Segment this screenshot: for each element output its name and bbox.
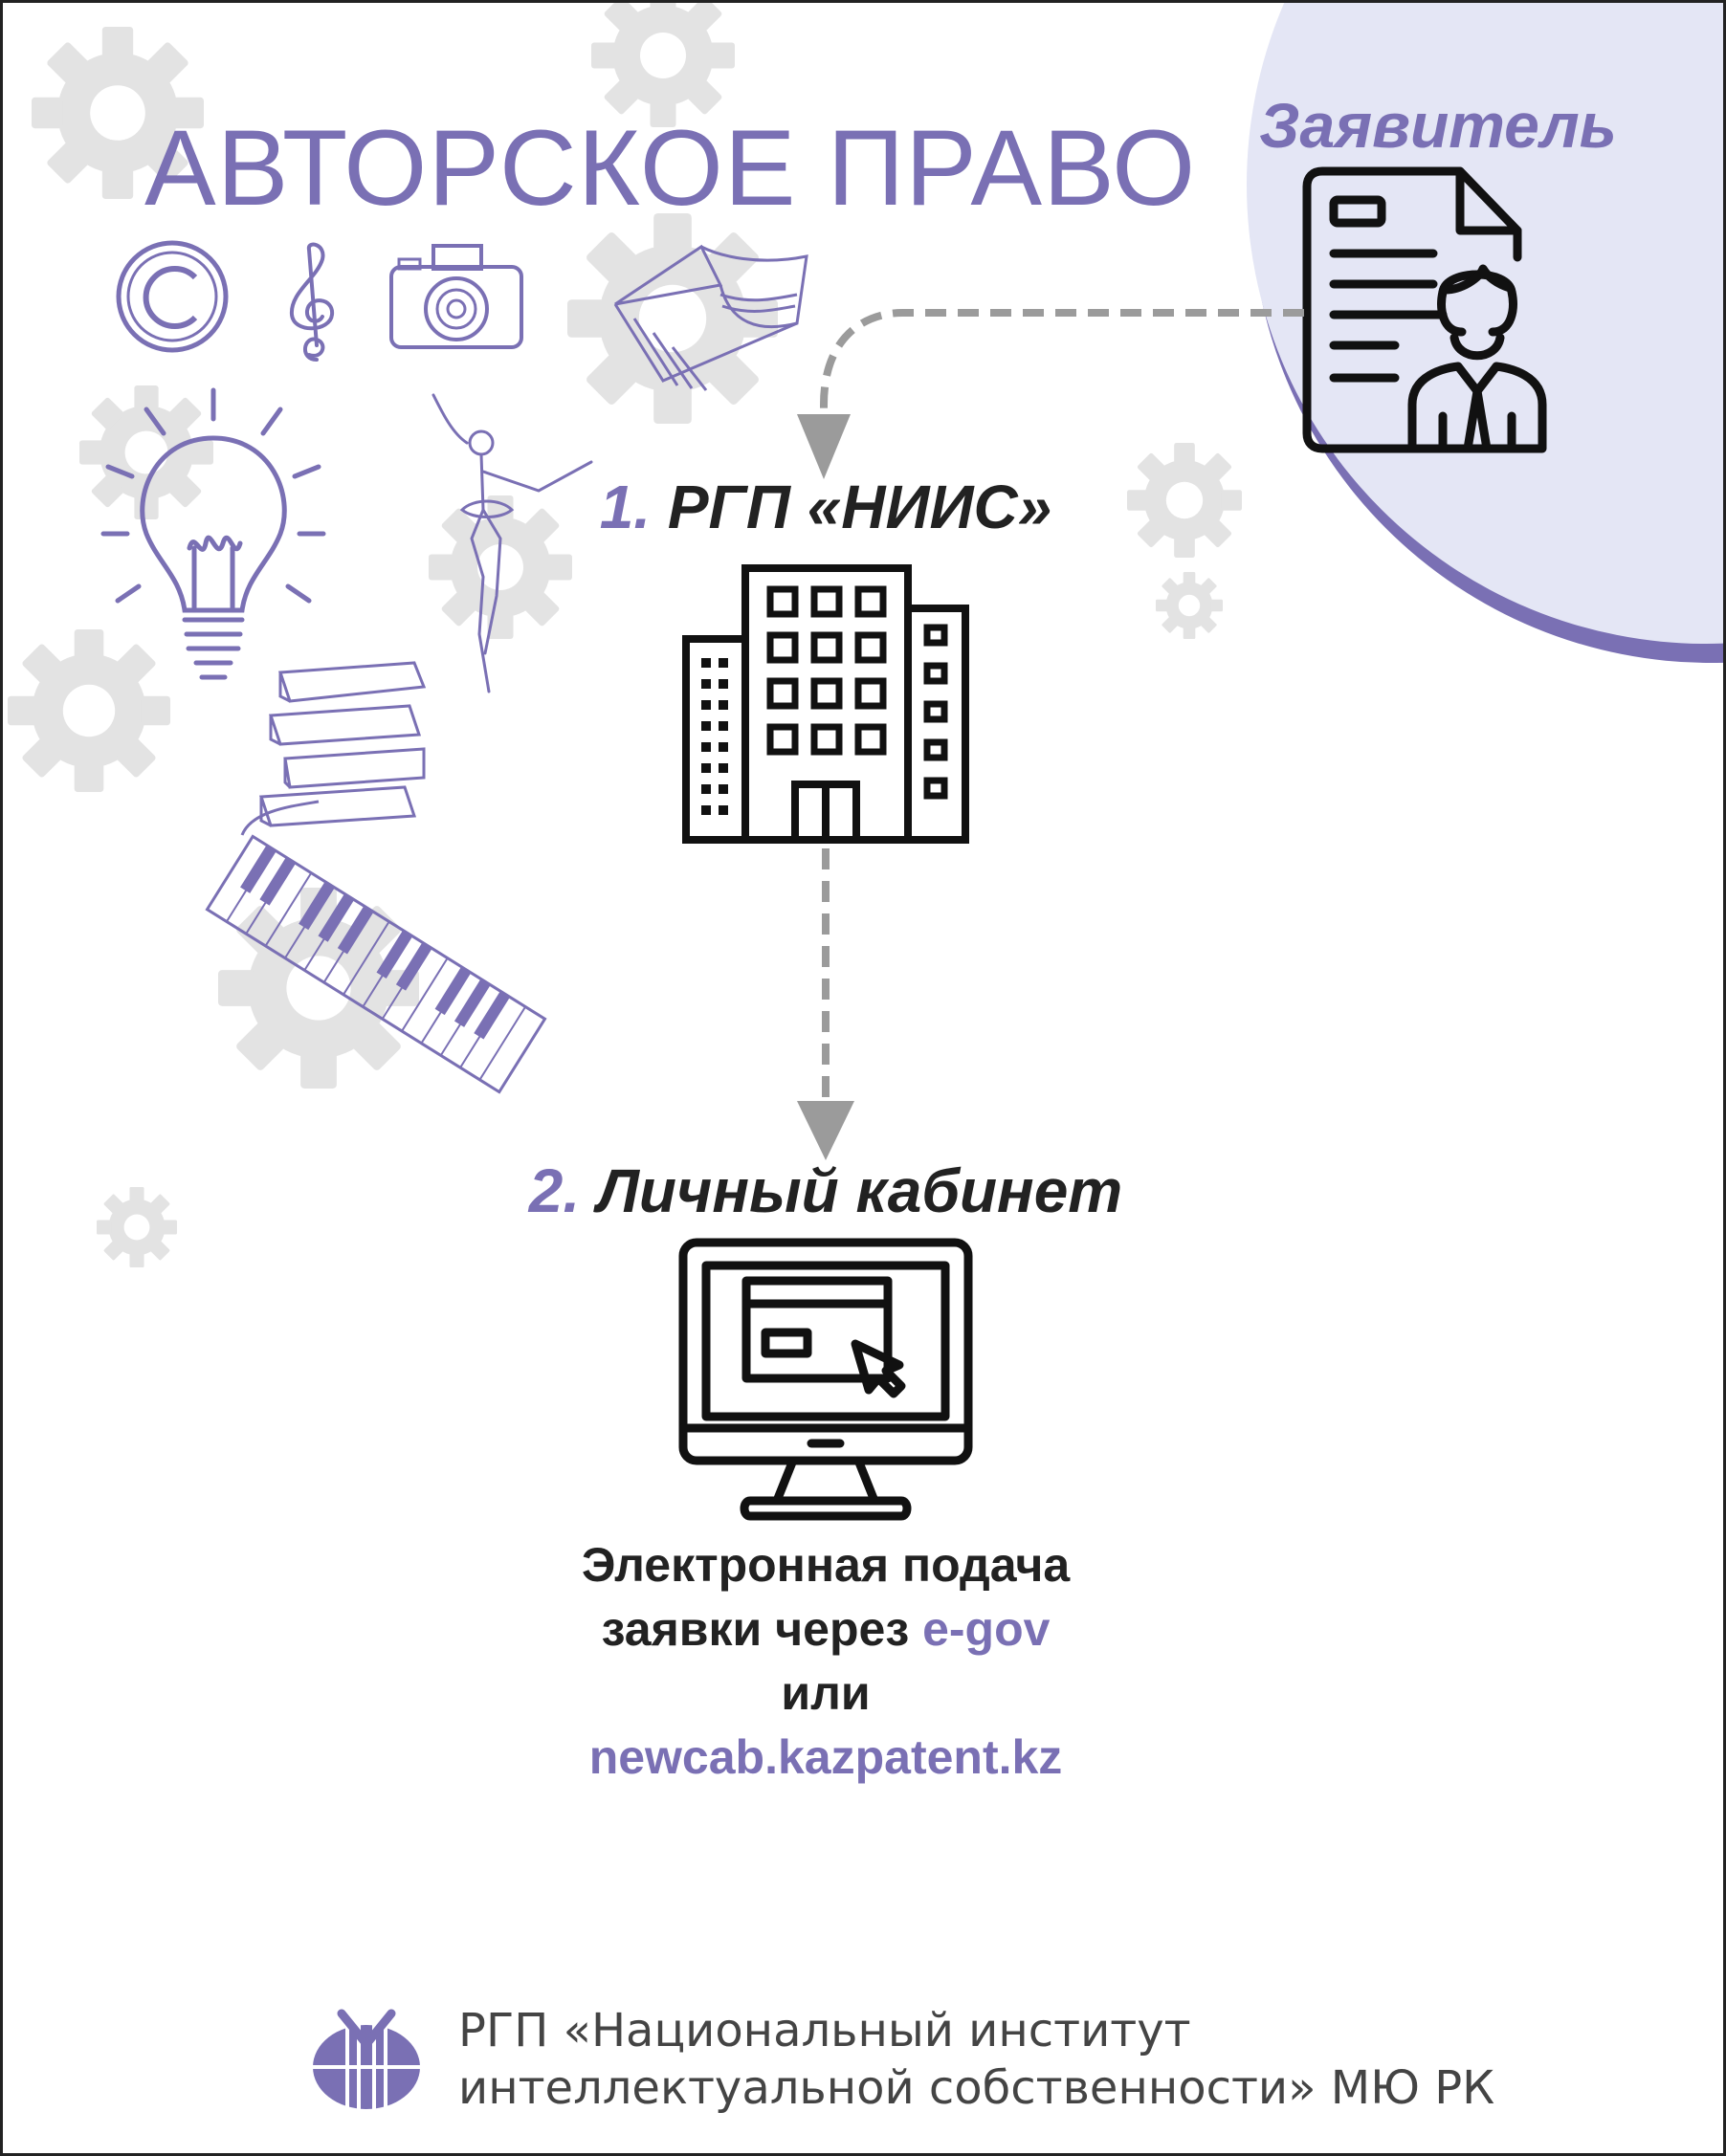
applicant-label: Заявитель [1259, 90, 1617, 161]
office-building-icon [682, 564, 969, 844]
book-stack-icon [240, 661, 427, 836]
applicant-document-icon [1302, 166, 1547, 453]
description-line-3: или [781, 1666, 871, 1720]
footer-line-1: РГП «Национальный институт [458, 2004, 1191, 2057]
description-line-1: Электронная подача [581, 1538, 1071, 1592]
copyright-icon [116, 240, 229, 353]
egov-link[interactable]: e-gov [922, 1602, 1051, 1656]
camera-icon [389, 244, 523, 349]
ballerina-icon [432, 393, 593, 693]
open-book-icon [613, 244, 808, 391]
step-2-number: 2. [528, 1156, 581, 1225]
submission-description: Электронная подача заявки через e-gov ил… [481, 1533, 1170, 1790]
piano-keyboard-icon [205, 834, 547, 1094]
description-line-2-prefix: заявки через [601, 1602, 923, 1656]
step-2-label: Личный кабинет [596, 1156, 1123, 1225]
footer-organization: РГП «Национальный институт интеллектуаль… [458, 2002, 1511, 2117]
description-line-2: заявки через e-gov [481, 1597, 1170, 1661]
newcab-link[interactable]: newcab.kazpatent.kz [588, 1730, 1063, 1784]
niis-logo-icon [313, 2009, 420, 2111]
arrow-applicant-to-step1 [797, 309, 1304, 479]
computer-monitor-icon [678, 1238, 973, 1521]
arrow-step1-to-step2 [797, 848, 854, 1160]
step-1-label: РГП «НИИС» [667, 473, 1052, 541]
step-1-number: 1. [599, 473, 652, 541]
step-1-title: 1. РГП «НИИС» [539, 472, 1113, 542]
treble-clef-icon [289, 242, 334, 362]
step-2-title: 2. Личный кабинет [462, 1155, 1189, 1226]
footer-line-2: интеллектуальной собственности» МЮ РК [458, 2061, 1495, 2115]
light-bulb-icon [100, 387, 326, 680]
page-title: АВТОРСКОЕ ПРАВО [144, 108, 1197, 228]
